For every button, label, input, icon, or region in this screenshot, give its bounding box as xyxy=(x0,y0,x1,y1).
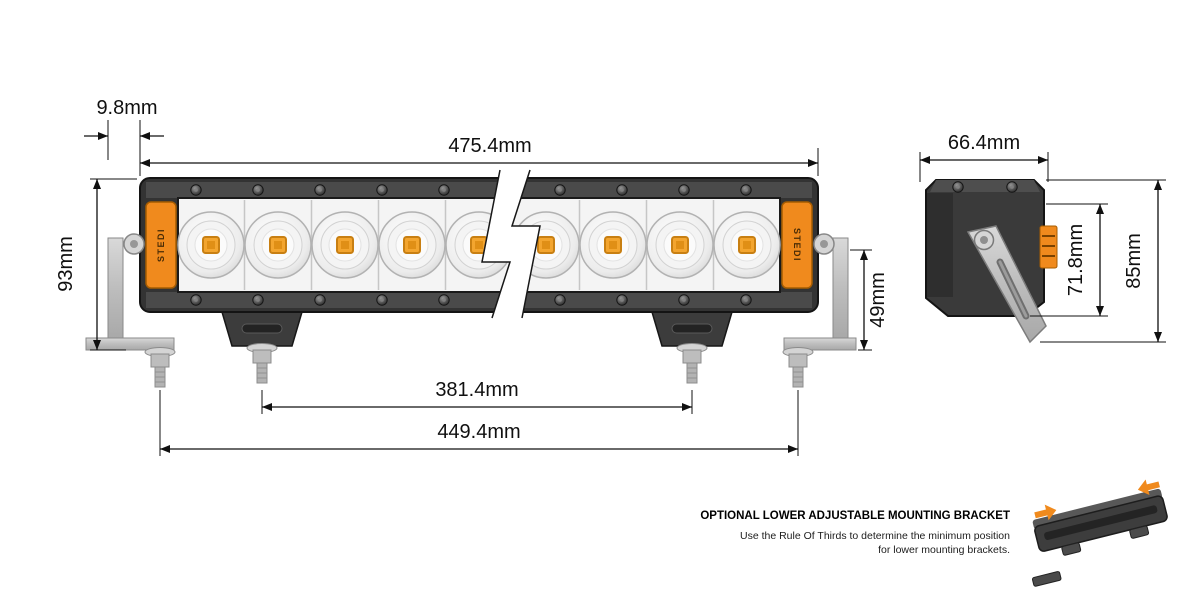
dim-side-mount-spacing: 449.4mm xyxy=(159,390,799,456)
dim-foot-height: 49mm xyxy=(850,249,889,351)
dim-depth: 66.4mm xyxy=(919,132,1049,182)
side-view: 66.4mm 71.8mm 85mm xyxy=(919,132,1166,344)
led-lens xyxy=(646,211,714,279)
side-screw xyxy=(952,181,964,193)
led-lens xyxy=(378,211,446,279)
dim-overall-height-label: 93mm xyxy=(55,236,77,292)
dim-overall-width: 475.4mm xyxy=(140,135,819,176)
bracket-thumbnail xyxy=(1031,479,1168,587)
dim-overall-width-label: 475.4mm xyxy=(448,135,531,157)
detached-bracket xyxy=(1031,571,1062,587)
adjust-arrow-left-icon xyxy=(1034,504,1057,521)
end-cap-left: STEDI xyxy=(145,201,177,289)
dim-foot-height-label: 49mm xyxy=(867,272,889,328)
dim-side-overall-height: 85mm xyxy=(1040,179,1166,343)
note-heading: OPTIONAL LOWER ADJUSTABLE MOUNTING BRACK… xyxy=(700,510,1010,522)
dim-side-overall-height-label: 85mm xyxy=(1123,233,1145,289)
dim-lower-mount-spacing-label: 381.4mm xyxy=(435,379,518,401)
dim-overall-height: 93mm xyxy=(55,178,137,351)
note-block: OPTIONAL LOWER ADJUSTABLE MOUNTING BRACK… xyxy=(700,510,1010,556)
dim-body-height: 71.8mm xyxy=(1030,203,1108,317)
mount-knob-left xyxy=(123,233,145,255)
light-bar-body: STEDI STEDI xyxy=(123,169,835,319)
side-bracket-left xyxy=(85,237,176,388)
side-bracket-right xyxy=(782,237,857,388)
end-cap-right: STEDI xyxy=(781,201,813,289)
side-mount-bracket xyxy=(966,225,1047,344)
led-lens xyxy=(244,211,312,279)
note-body-line1: Use the Rule Of Thirds to determine the … xyxy=(740,530,1010,542)
led-lens xyxy=(311,211,379,279)
dim-body-height-label: 71.8mm xyxy=(1065,224,1087,296)
dim-bracket-offset: 9.8mm xyxy=(84,97,164,176)
brand-label-right: STEDI xyxy=(792,228,802,262)
dim-side-mount-spacing-label: 449.4mm xyxy=(437,421,520,443)
break-symbol xyxy=(481,169,541,319)
mount-knob-right xyxy=(813,233,835,255)
dim-depth-label: 66.4mm xyxy=(948,132,1020,154)
led-lens xyxy=(579,211,647,279)
front-view: STEDI STEDI xyxy=(55,97,889,456)
led-lens xyxy=(713,211,781,279)
side-screw xyxy=(1006,181,1018,193)
brand-label-left: STEDI xyxy=(156,228,166,262)
note-body-line2: for lower mounting brackets. xyxy=(878,544,1010,556)
led-lens xyxy=(177,211,245,279)
dim-lower-mount-spacing: 381.4mm xyxy=(261,379,693,414)
led-lenses xyxy=(177,211,781,279)
dim-bracket-offset-label: 9.8mm xyxy=(96,97,157,119)
adjust-arrow-right-icon xyxy=(1137,479,1160,496)
